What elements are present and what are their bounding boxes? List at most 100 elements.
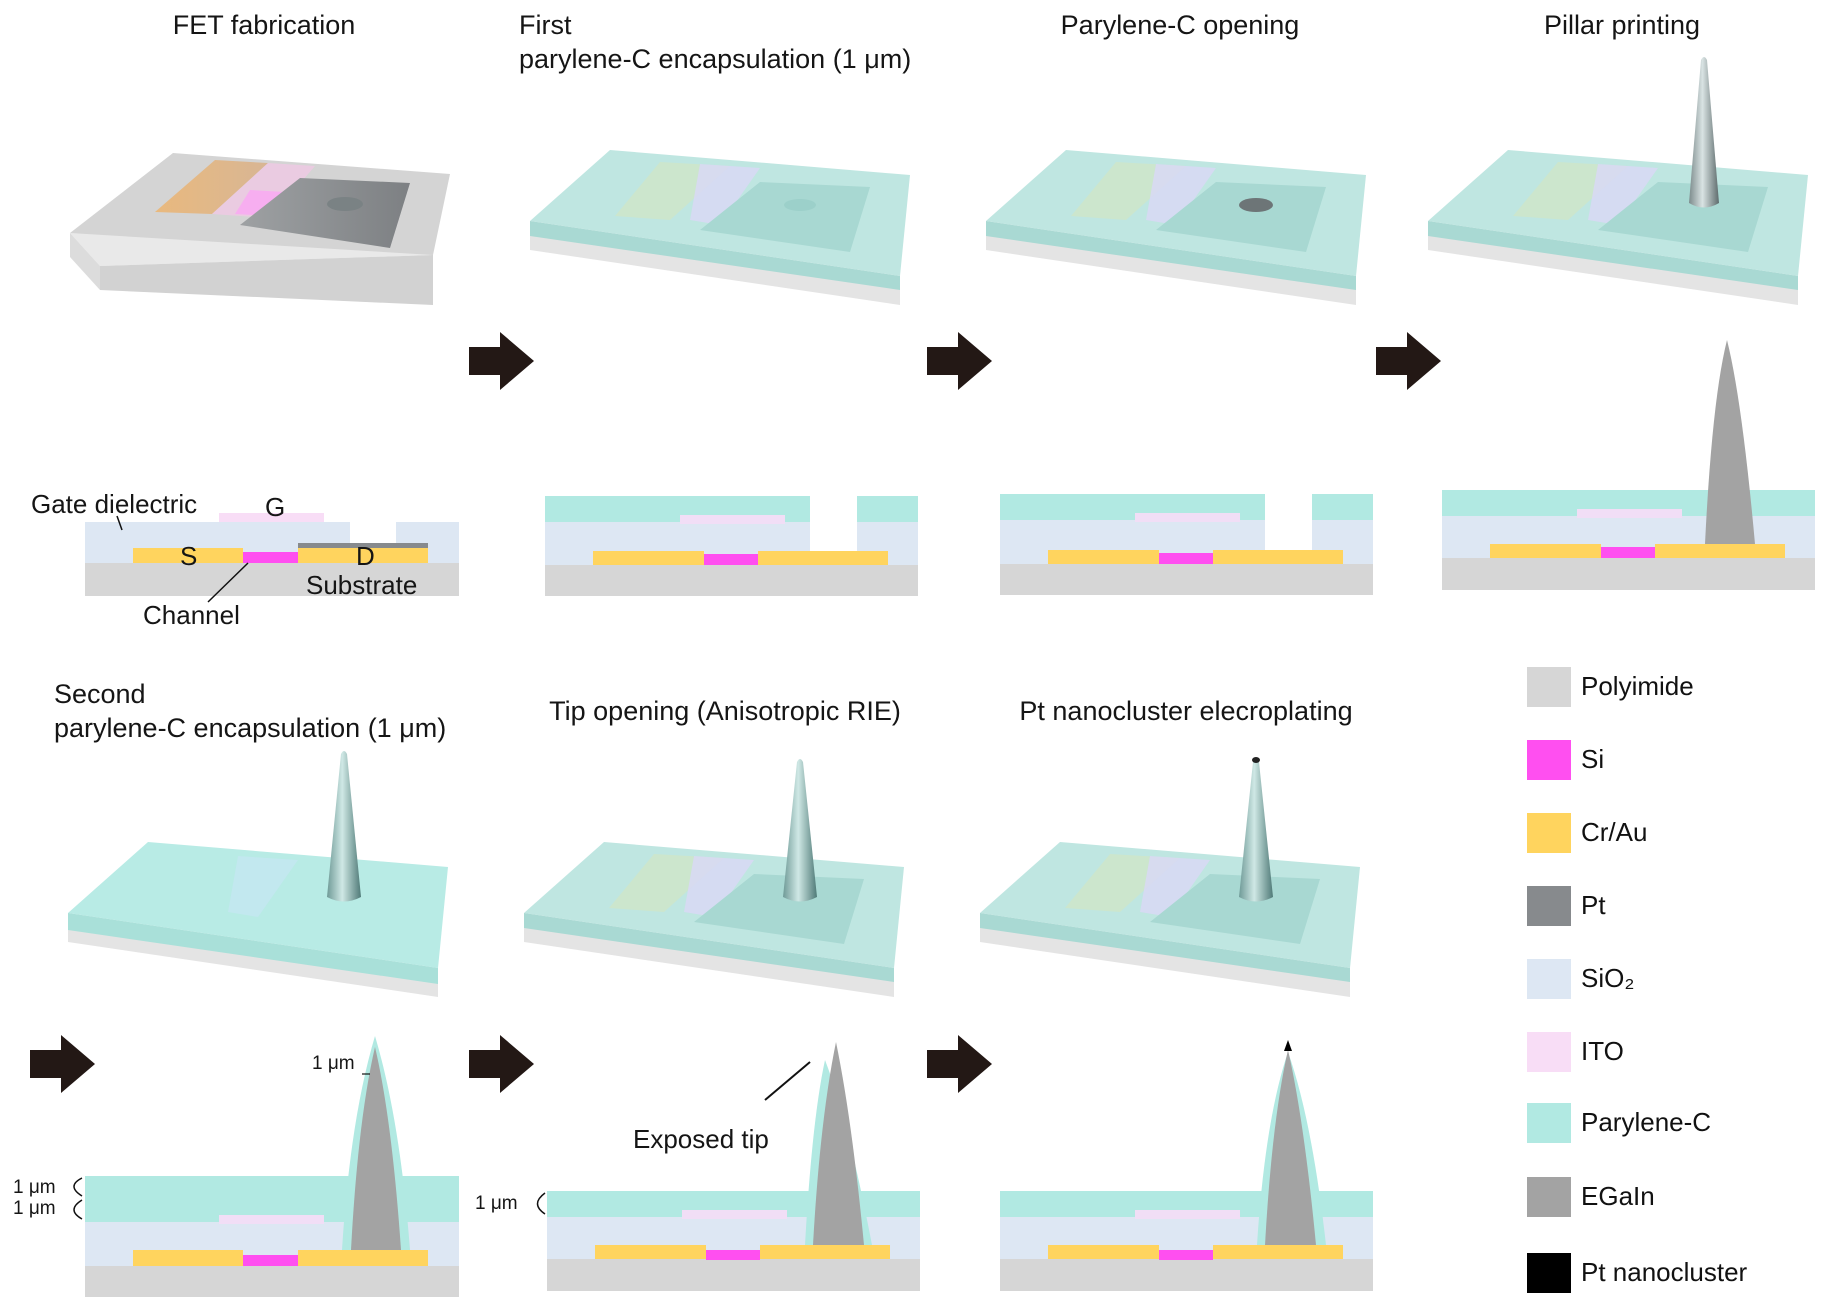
chip-3d-second-encapsulation <box>68 751 448 997</box>
step-title-fet-fabrication: FET fabrication <box>172 10 356 40</box>
cr-au-drain <box>758 551 888 565</box>
legend-label: EGaIn <box>1581 1181 1655 1211</box>
cr-au-drain <box>298 1250 428 1266</box>
ito-gate <box>1135 513 1240 522</box>
label-drain: D <box>356 541 375 571</box>
arrow-right-icon <box>927 332 992 390</box>
chip-3d-pillar-printing <box>1428 57 1808 305</box>
si-channel <box>243 1255 298 1266</box>
polyimide-substrate <box>1000 1259 1373 1291</box>
label-exposed-tip: Exposed tip <box>633 1124 769 1154</box>
legend-label: ITO <box>1581 1036 1624 1066</box>
buried-gate-strip <box>1588 164 1658 225</box>
egain-pillar <box>1265 1050 1316 1245</box>
chip-3d-parylene-opening <box>986 150 1366 305</box>
cross-section-pt-electroplating <box>1000 1040 1373 1291</box>
buried-drain-pad <box>1598 182 1768 252</box>
parylene-side <box>68 913 438 984</box>
covered-opening <box>784 199 816 211</box>
legend-swatch <box>1527 1253 1571 1293</box>
egain-pillar <box>1705 340 1755 544</box>
arrow-right-icon <box>30 1035 95 1093</box>
cross-section-tip-opening <box>536 1042 920 1291</box>
legend-swatch <box>1527 813 1571 853</box>
label-tip-thickness: 1 μm <box>312 1053 355 1074</box>
coated-pillar <box>327 751 361 902</box>
buried-gate-strip <box>228 856 298 917</box>
polyimide-substrate <box>85 563 459 596</box>
pt-nanocluster <box>1284 1040 1292 1051</box>
thickness-brace-icon <box>73 1177 83 1220</box>
parylene-side <box>1428 221 1798 290</box>
chip-3d-first-encapsulation <box>530 150 910 305</box>
step-title-second-encapsulation-line2: parylene-C encapsulation (1 μm) <box>54 713 447 743</box>
step-title-first-encapsulation-line2: parylene-C encapsulation (1 μm) <box>519 44 912 74</box>
cr-au-drain <box>1213 550 1343 564</box>
polyimide-substrate <box>1442 558 1815 590</box>
cr-au-drain <box>1213 1245 1343 1259</box>
label-tip-opening-thickness: 1 μm <box>475 1193 518 1214</box>
legend-swatch <box>1527 886 1571 926</box>
legend-swatch <box>1527 1177 1571 1217</box>
egain-pillar <box>813 1042 864 1245</box>
step-title-parylene-opening: Parylene-C opening <box>1060 10 1300 40</box>
cr-au-source <box>1048 1245 1159 1259</box>
chip-3d-tip-opening <box>524 759 904 997</box>
pt-drain-layer <box>298 543 428 548</box>
pt-nanocluster-tip <box>1252 757 1260 763</box>
buried-gate-strip <box>690 164 760 225</box>
cr-au-source <box>133 1250 243 1266</box>
cr-au-source <box>593 551 704 565</box>
cr-au-drain <box>760 1245 890 1259</box>
coated-pillar <box>783 759 817 902</box>
chip-3d-fet-fabrication <box>70 153 450 305</box>
channel-leader <box>207 562 249 603</box>
si-channel <box>704 554 758 565</box>
parylene-side <box>980 913 1350 982</box>
si-channel <box>1601 547 1655 558</box>
cr-au-source <box>1048 550 1159 564</box>
buried-drain-pad <box>694 874 864 944</box>
parylene-layer <box>1312 494 1373 520</box>
legend-swatch <box>1527 1032 1571 1072</box>
exposed-tip-leader <box>764 1061 811 1101</box>
legend-label: SiO₂ <box>1581 963 1635 993</box>
arrow-right-icon <box>1376 332 1441 390</box>
cr-au-drain <box>298 548 428 563</box>
si-channel <box>243 552 298 563</box>
buried-drain-pad <box>700 182 870 252</box>
gate-dielectric-leader <box>116 515 123 531</box>
legend-label: Pt nanocluster <box>1581 1257 1748 1287</box>
ito-gate-strip <box>212 163 315 218</box>
arrow-right-icon <box>927 1035 992 1093</box>
cross-section-parylene-opening <box>1000 494 1373 595</box>
legend-swatch <box>1527 740 1571 780</box>
parylene-side <box>986 221 1356 290</box>
polyimide-front <box>100 255 433 305</box>
polyimide-substrate <box>547 1259 920 1291</box>
legend-label: Parylene-C <box>1581 1107 1712 1137</box>
legend-label: Pt <box>1581 890 1606 920</box>
buried-drain-pad <box>1156 182 1326 252</box>
legend-swatch <box>1527 1103 1571 1143</box>
thickness-brace-icon <box>536 1192 546 1215</box>
label-gate-dielectric: Gate dielectric <box>31 489 198 519</box>
si-channel <box>1159 553 1213 564</box>
ito-gate <box>219 513 324 522</box>
cr-au-source-strip <box>155 160 268 214</box>
ito-gate <box>1135 1210 1240 1219</box>
ito-gate <box>1577 509 1682 518</box>
label-gate: G <box>265 492 286 522</box>
buried-drain-pad <box>1150 874 1320 944</box>
cr-au-drain <box>1655 544 1785 558</box>
step-title-tip-opening: Tip opening (Anisotropic RIE) <box>549 696 901 726</box>
label-layer-thickness-top: 1 μm <box>13 1177 56 1198</box>
si-channel <box>1159 1250 1213 1260</box>
step-title-first-encapsulation-line1: First <box>519 10 572 40</box>
label-source: S <box>180 541 198 571</box>
chip-3d-pt-electroplating <box>980 757 1360 997</box>
cross-section-pillar-printing <box>1442 340 1815 590</box>
label-substrate: Substrate <box>306 570 418 600</box>
cross-section-second-encapsulation <box>73 1036 459 1297</box>
